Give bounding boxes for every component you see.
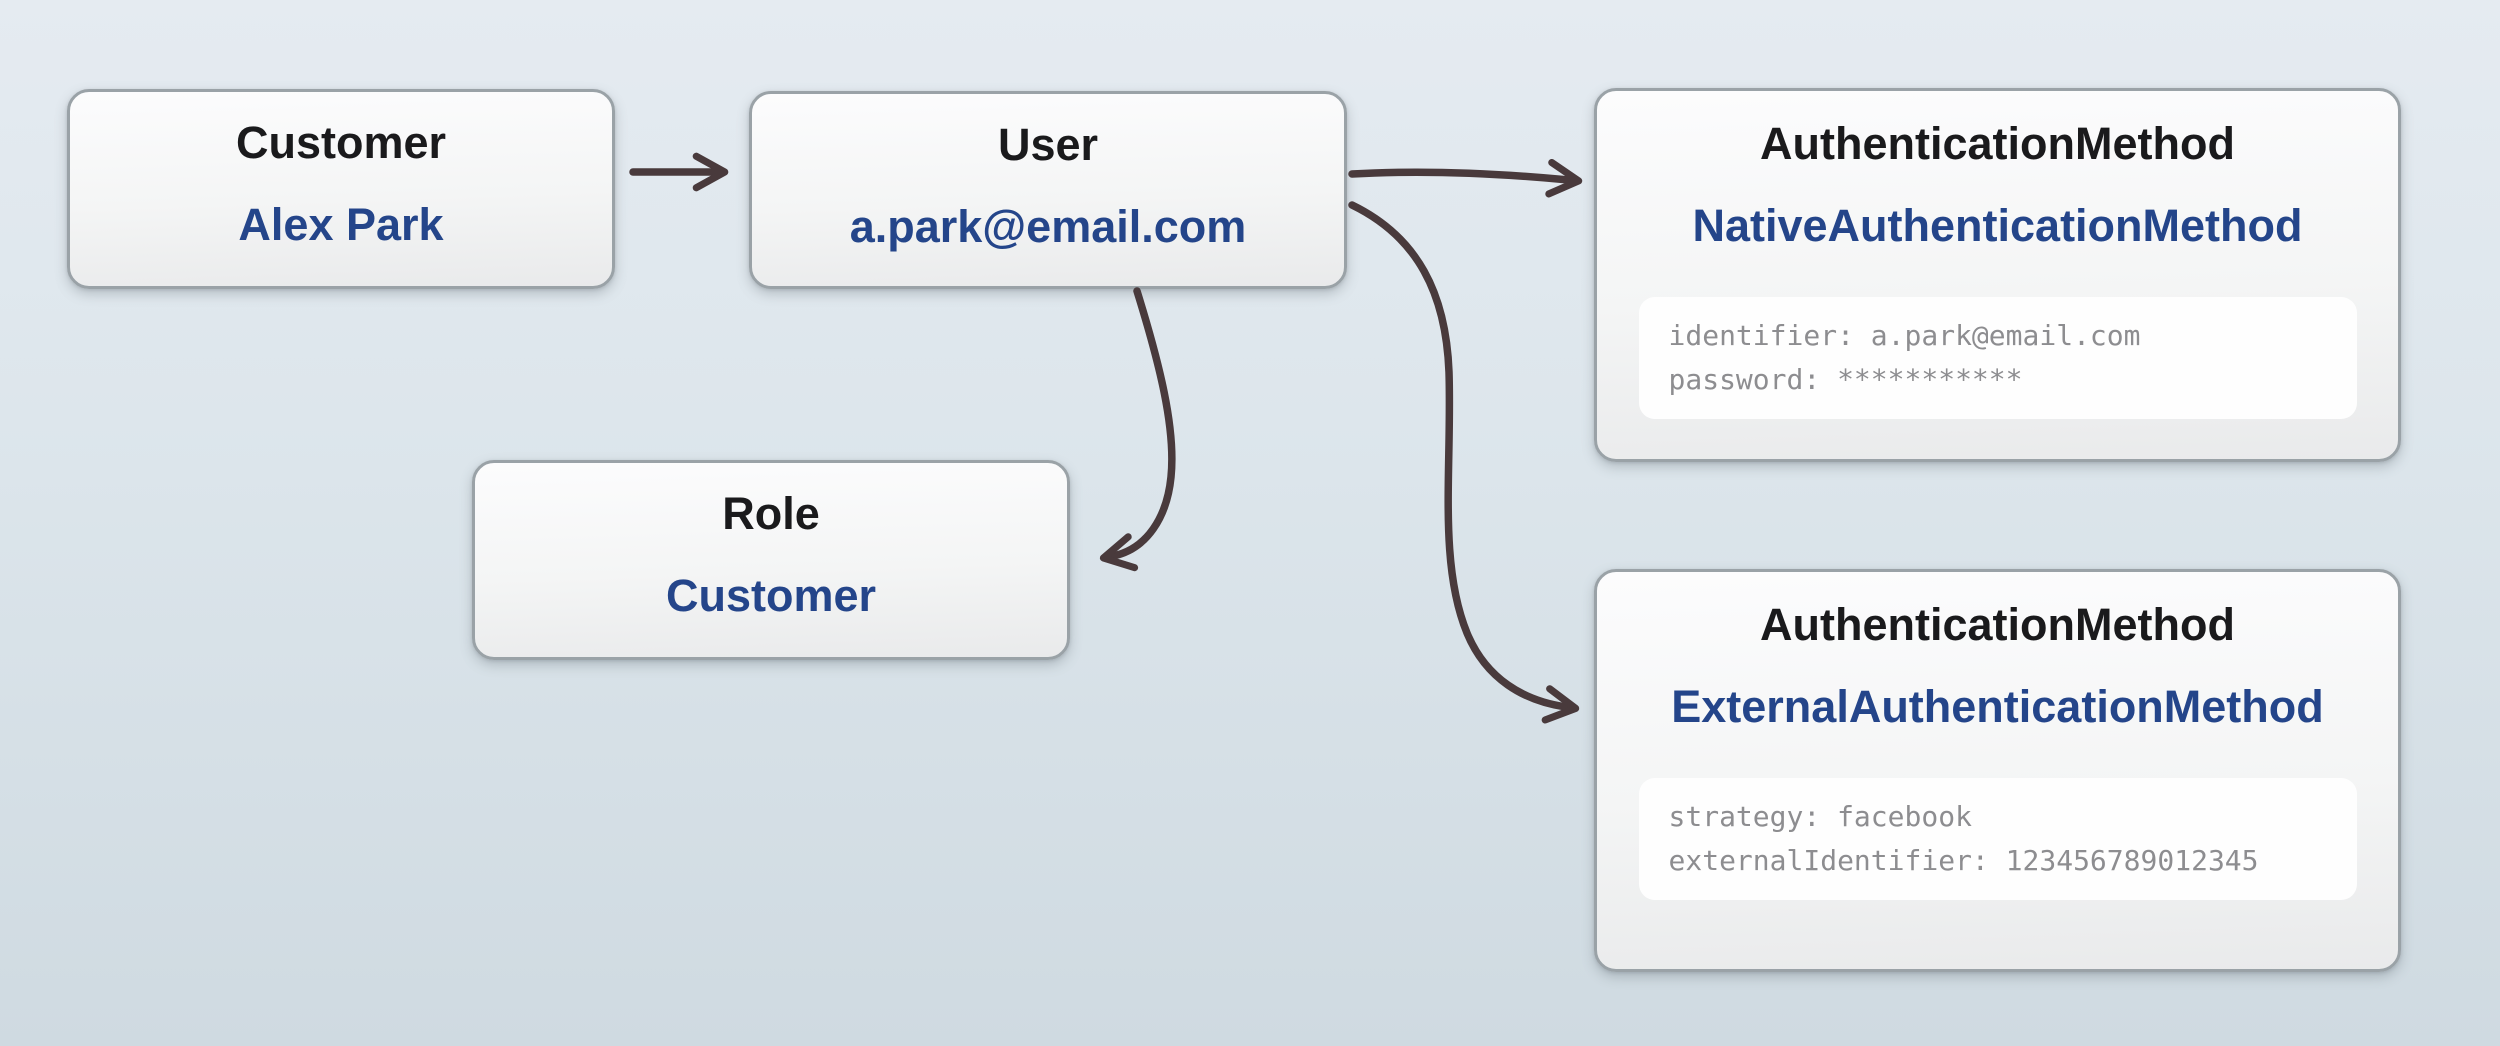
- attributes-panel: strategy: facebook externalIdentifier: 1…: [1638, 778, 2357, 900]
- attribute-line-identifier: identifier: a.park@email.com: [1668, 319, 2141, 352]
- attribute-line-strategy: strategy: facebook: [1668, 800, 1972, 833]
- arrow-user-to-role: [1099, 287, 1176, 572]
- node-customer-title: Customer: [235, 117, 447, 168]
- node-user: User a.park@email.com: [749, 91, 1347, 289]
- node-customer-value: Alex Park: [238, 199, 444, 250]
- node-user-value: a.park@email.com: [849, 201, 1247, 252]
- node-authentication-method-native: AuthenticationMethod NativeAuthenticatio…: [1594, 88, 2401, 462]
- node-user-title: User: [997, 119, 1099, 170]
- attribute-line-external-identifier: externalIdentifier: 123456789012345: [1668, 844, 2259, 877]
- node-role-value: Customer: [665, 570, 877, 621]
- node-role: Role Customer: [472, 460, 1070, 660]
- node-auth-native-title: AuthenticationMethod: [1760, 118, 2235, 169]
- node-role-title: Role: [722, 488, 820, 539]
- arrow-user-to-native-authentication-method: [1348, 158, 1583, 198]
- node-authentication-method-external: AuthenticationMethod ExternalAuthenticat…: [1594, 569, 2401, 972]
- node-auth-external-title: AuthenticationMethod: [1760, 599, 2235, 650]
- node-customer: Customer Alex Park: [67, 89, 615, 289]
- attributes-panel: identifier: a.park@email.com password: *…: [1638, 297, 2357, 419]
- node-auth-external-value: ExternalAuthenticationMethod: [1671, 681, 2324, 732]
- attribute-line-password: password: ***********: [1668, 363, 2023, 396]
- arrow-user-to-external-authentication-method: [1348, 201, 1580, 724]
- node-auth-native-value: NativeAuthenticationMethod: [1692, 200, 2303, 251]
